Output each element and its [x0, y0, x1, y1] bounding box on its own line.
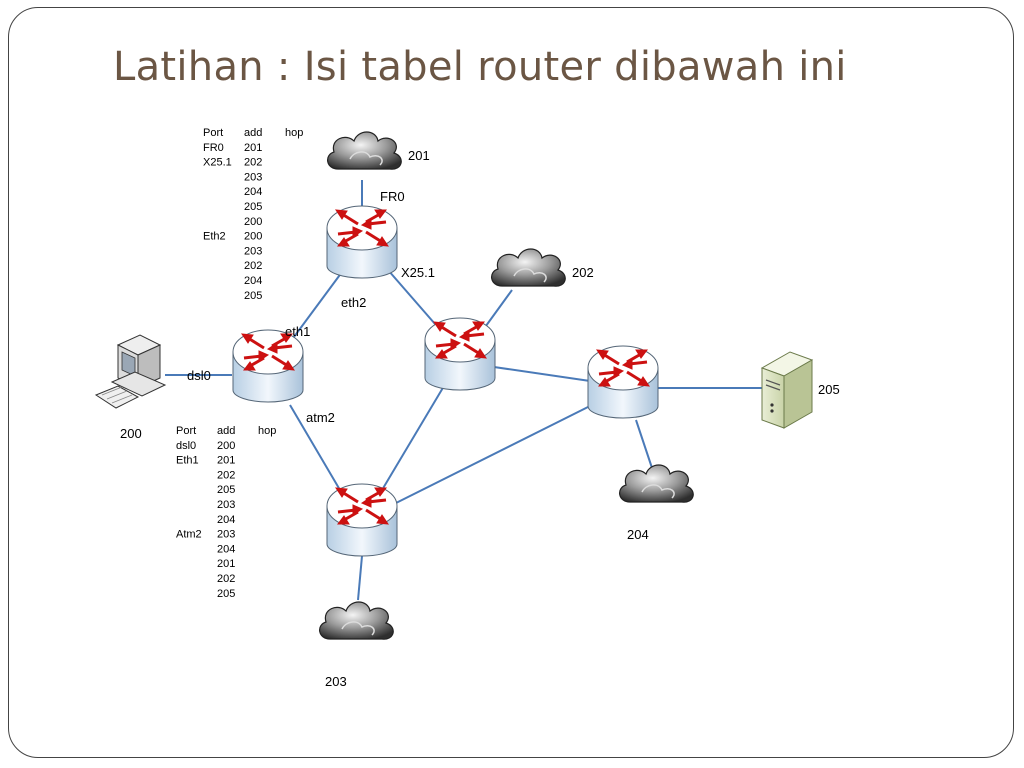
link-routerC-routerD	[493, 366, 591, 382]
table-top-cell-add: 204	[244, 186, 262, 198]
table-bottom-cell-add: 203	[217, 529, 235, 541]
server-205-icon	[760, 351, 814, 429]
label-port-x251: X25.1	[401, 265, 435, 280]
slide-frame	[8, 7, 1014, 758]
cloud-202-icon	[490, 248, 566, 287]
table-top-cell-add: 204	[244, 275, 262, 287]
table-bottom-cell-add: 201	[217, 455, 235, 467]
link-routerE-cloud203	[357, 555, 363, 601]
table-bottom-header-add: add	[217, 425, 235, 437]
table-bottom-cell-add: 203	[217, 499, 235, 511]
table-bottom-cell-add: 204	[217, 514, 235, 526]
table-top-header-hop: hop	[285, 127, 303, 139]
cloud-203-icon	[318, 601, 394, 640]
label-port-dsl0: dsl0	[187, 368, 211, 383]
router-a[interactable]	[325, 204, 399, 280]
table-bottom-cell-port: dsl0	[176, 440, 196, 452]
label-host-205: 205	[818, 382, 840, 397]
link-routerA-routerC	[387, 269, 443, 333]
table-bottom-cell-add: 202	[217, 469, 235, 481]
table-bottom-cell-add: 205	[217, 588, 235, 600]
table-top-cell-port: Eth2	[203, 231, 226, 243]
label-host-200: 200	[120, 426, 142, 441]
label-net-201: 201	[408, 148, 430, 163]
table-bottom-header-hop: hop	[258, 425, 276, 437]
table-bottom-cell-port: Eth1	[176, 455, 199, 467]
slide-title: Latihan : Isi tabel router dibawah ini	[113, 44, 847, 90]
router-e[interactable]	[325, 482, 399, 558]
computer-200-icon	[94, 334, 167, 409]
label-net-202: 202	[572, 265, 594, 280]
table-top-cell-add: 203	[244, 245, 262, 257]
cloud-201-icon	[326, 131, 402, 170]
link-routerC-routerE	[381, 385, 445, 491]
table-top-cell-port: FR0	[203, 142, 224, 154]
label-net-204: 204	[627, 527, 649, 542]
table-top-cell-add: 205	[244, 201, 262, 213]
table-bottom-header-port: Port	[176, 425, 196, 437]
table-bottom-cell-add: 201	[217, 558, 235, 570]
link-routerB-routerE	[289, 404, 341, 491]
router-d[interactable]	[586, 344, 660, 420]
table-bottom-cell-add: 204	[217, 543, 235, 555]
table-top-cell-add: 201	[244, 142, 262, 154]
label-port-atm2: atm2	[306, 410, 335, 425]
router-b[interactable]	[231, 328, 305, 404]
table-bottom-cell-add: 200	[217, 440, 235, 452]
label-port-eth2: eth2	[341, 295, 366, 310]
label-port-fr0: FR0	[380, 189, 405, 204]
link-routerC-cloud202	[482, 289, 513, 331]
table-top-cell-add: 203	[244, 171, 262, 183]
table-bottom-cell-port: Atm2	[176, 529, 202, 541]
table-top-cell-add: 205	[244, 290, 262, 302]
link-routerD-cloud204	[635, 419, 653, 469]
cloud-204-icon	[618, 464, 694, 503]
label-net-203: 203	[325, 674, 347, 689]
table-bottom-cell-add: 205	[217, 484, 235, 496]
table-top-cell-port: X25.1	[203, 157, 232, 169]
table-top-cell-add: 202	[244, 260, 262, 272]
link-routerE-routerD	[395, 401, 599, 504]
router-c[interactable]	[423, 316, 497, 392]
table-top-cell-add: 202	[244, 157, 262, 169]
label-port-eth1: eth1	[285, 324, 310, 339]
table-bottom-cell-add: 202	[217, 573, 235, 585]
table-top-header-add: add	[244, 127, 262, 139]
table-top-cell-add: 200	[244, 216, 262, 228]
table-top-header-port: Port	[203, 127, 223, 139]
table-top-cell-add: 200	[244, 231, 262, 243]
link-routerA-routerB	[287, 271, 343, 346]
